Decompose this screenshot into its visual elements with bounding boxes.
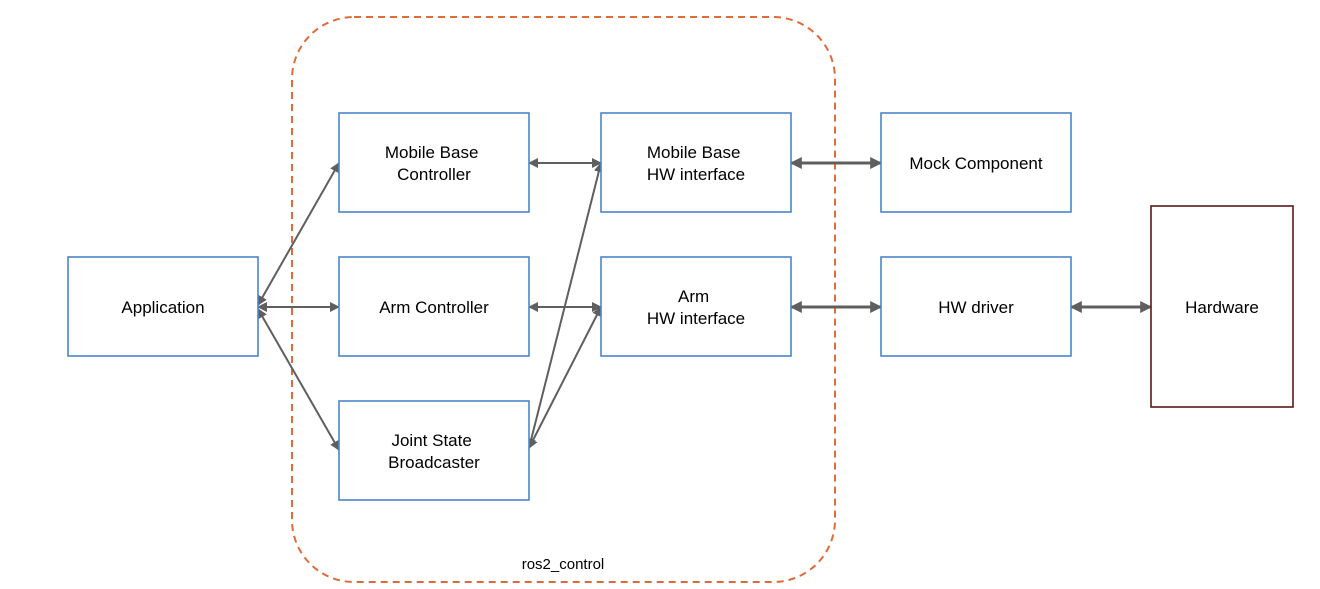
arm-controller-node[interactable]: Arm Controller bbox=[338, 256, 530, 357]
edge-application-to-joint-state-broadcaster bbox=[257, 308, 340, 451]
edge-joint-state-broadcaster-to-mobile-base-hw bbox=[526, 162, 604, 449]
hardware-box bbox=[1150, 205, 1294, 408]
mobile-base-hw-interface-node[interactable]: Mobile Base HW interface bbox=[600, 112, 792, 213]
mobile-base-controller-box bbox=[338, 112, 530, 213]
application-box bbox=[67, 256, 259, 357]
hardware-node[interactable]: Hardware bbox=[1150, 205, 1294, 408]
hw-driver-box bbox=[880, 256, 1072, 357]
arm-controller-box bbox=[338, 256, 530, 357]
joint-state-broadcaster-box bbox=[338, 400, 530, 501]
edges-layer bbox=[257, 157, 1153, 451]
mobile-base-hw-interface-box bbox=[600, 112, 792, 213]
hw-driver-label: HW driver bbox=[938, 298, 1014, 317]
arm-hw-interface-label: Arm HW interface bbox=[647, 287, 745, 328]
hardware-label: Hardware bbox=[1185, 298, 1259, 317]
mock-component-node[interactable]: Mock Component bbox=[880, 112, 1072, 213]
mobile-base-controller-label: Mobile Base Controller bbox=[385, 143, 483, 184]
mobile-base-controller-node[interactable]: Mobile Base Controller bbox=[338, 112, 530, 213]
hw-driver-node[interactable]: HW driver bbox=[880, 256, 1072, 357]
mock-component-box bbox=[880, 112, 1072, 213]
mock-component-label: Mock Component bbox=[909, 154, 1043, 173]
arm-controller-label: Arm Controller bbox=[379, 298, 489, 317]
arm-hw-interface-node[interactable]: Arm HW interface bbox=[600, 256, 792, 357]
application-label: Application bbox=[121, 298, 204, 317]
joint-state-broadcaster-label: Joint State Broadcaster bbox=[388, 431, 480, 472]
ros2-control-group-label: ros2_control bbox=[522, 556, 605, 573]
joint-state-broadcaster-node[interactable]: Joint State Broadcaster bbox=[338, 400, 530, 501]
arm-hw-interface-box bbox=[600, 256, 792, 357]
application-node[interactable]: Application bbox=[67, 256, 259, 357]
edge-joint-state-broadcaster-to-arm-hw bbox=[528, 306, 602, 449]
edge-application-to-mobile-base-controller bbox=[257, 162, 340, 306]
mobile-base-hw-interface-label: Mobile Base HW interface bbox=[647, 143, 745, 184]
